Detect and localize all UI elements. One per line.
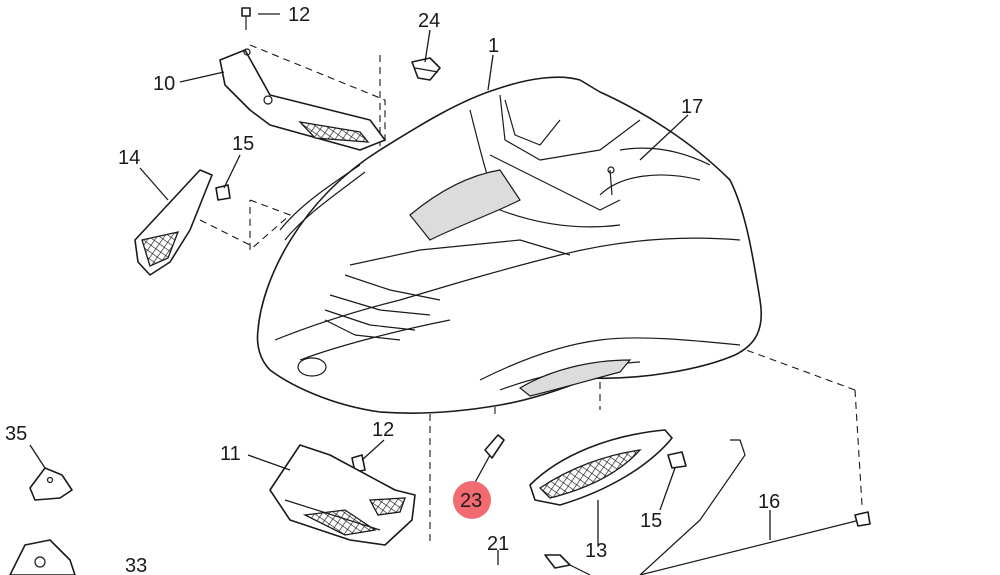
callout-16: 16 [758, 491, 780, 513]
part-24-clip [411, 57, 441, 81]
part-17-bolt [607, 166, 615, 196]
callout-21: 21 [487, 533, 509, 555]
part-16-cable [639, 439, 871, 575]
callout-labels: 12 24 1 10 17 15 14 35 12 11 23 21 13 15… [5, 4, 780, 575]
part-35-bracket [29, 467, 73, 501]
part-14-vent-cover [134, 169, 213, 276]
leader-lines [29, 13, 771, 565]
callout-35: 35 [5, 423, 27, 445]
part-23-fastener [484, 434, 505, 459]
part-13-right-vent [529, 429, 673, 506]
front-fender-body [256, 76, 762, 414]
callout-1: 1 [488, 35, 499, 57]
callout-15-lower: 15 [640, 510, 662, 532]
part-15-clip-upper [215, 184, 231, 201]
callout-15-upper: 15 [232, 133, 254, 155]
part-12-screw [241, 7, 251, 30]
callout-23-highlight [453, 481, 491, 519]
callout-13: 13 [585, 540, 607, 562]
part-10-side-cover [219, 48, 386, 151]
part-15-clip-lower [667, 451, 687, 469]
callout-33: 33 [125, 555, 147, 575]
callout-12-top: 12 [288, 4, 310, 26]
callout-10: 10 [153, 73, 175, 95]
part-11-lower-vent [269, 444, 416, 546]
callout-17: 17 [681, 96, 703, 118]
callout-23: 23 [460, 490, 482, 512]
callout-14: 14 [118, 147, 140, 169]
callout-12-lower: 12 [372, 419, 394, 441]
callout-24: 24 [418, 10, 440, 32]
part-33-frame [9, 539, 76, 575]
callout-11: 11 [220, 443, 241, 465]
part-21-piece [544, 554, 591, 575]
